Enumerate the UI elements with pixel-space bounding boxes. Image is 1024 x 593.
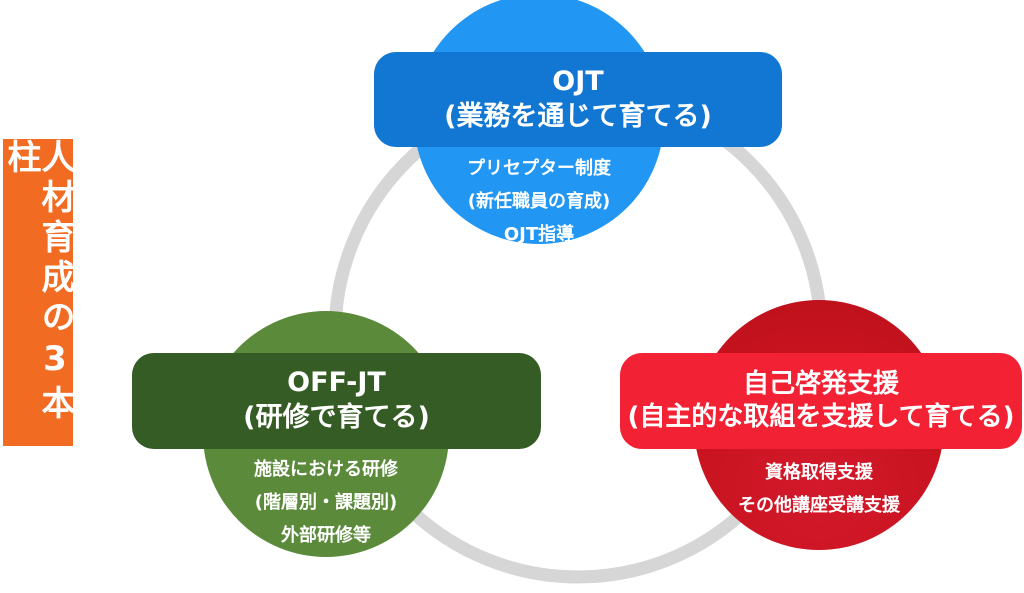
self-development-details: 資格取得支援 その他講座受講支援: [714, 456, 924, 522]
self-development-item: その他講座受講支援: [738, 495, 900, 516]
off-jt-item: (階層別・課題別): [254, 492, 398, 513]
off-jt-item: 施設における研修: [254, 459, 398, 480]
self-development-item: 資格取得支援: [765, 462, 873, 483]
off-jt-details: 施設における研修 (階層別・課題別) 外部研修等: [226, 453, 426, 552]
ojt-title: OJT: [552, 65, 604, 97]
side-label-text: 人材育成の3本柱: [1, 139, 75, 425]
ojt-banner: OJT (業務を通じて育てる): [374, 52, 782, 147]
ojt-item: OJT指導: [503, 224, 575, 245]
off-jt-subtitle: (研修で育てる): [243, 402, 430, 433]
ojt-details: プリセプター制度 (新任職員の育成) OJT指導: [454, 152, 624, 251]
ojt-item: (新任職員の育成): [467, 191, 611, 212]
self-development-subtitle: (自主的な取組を支援して育てる): [627, 402, 1015, 432]
off-jt-item: 外部研修等: [281, 525, 371, 546]
off-jt-title: OFF-JT: [287, 367, 386, 399]
self-development-banner: 自己啓発支援 (自主的な取組を支援して育てる): [620, 353, 1022, 449]
side-label: 人材育成の3本柱: [1, 139, 75, 446]
ojt-subtitle: (業務を通じて育てる): [444, 100, 712, 132]
self-development-title: 自己啓発支援: [742, 368, 899, 399]
off-jt-banner: OFF-JT (研修で育てる): [132, 353, 541, 449]
ojt-item: プリセプター制度: [467, 158, 611, 179]
